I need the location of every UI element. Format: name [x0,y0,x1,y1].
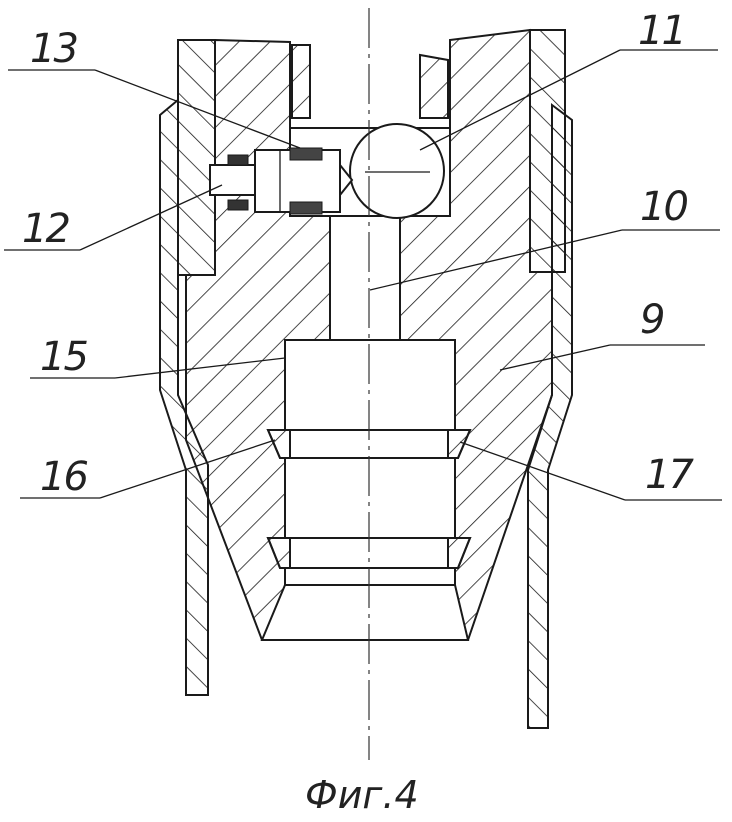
inner-tube-right [530,30,565,272]
label-10: 10 [640,184,687,230]
label-13: 13 [30,26,77,72]
label-17: 17 [645,452,694,498]
label-15: 15 [40,334,87,380]
figure-caption: Фиг.4 [305,773,419,817]
inner-tube-left [178,40,215,275]
upper-seat [292,45,448,118]
central-channel [330,216,400,340]
label-12: 12 [22,206,69,252]
ball-valve [350,124,444,218]
label-9: 9 [640,297,663,343]
pin-assembly [210,148,352,214]
label-16: 16 [40,454,87,500]
casing-bottom [186,695,548,728]
bottom-cone [262,585,468,640]
label-11: 11 [638,8,685,54]
